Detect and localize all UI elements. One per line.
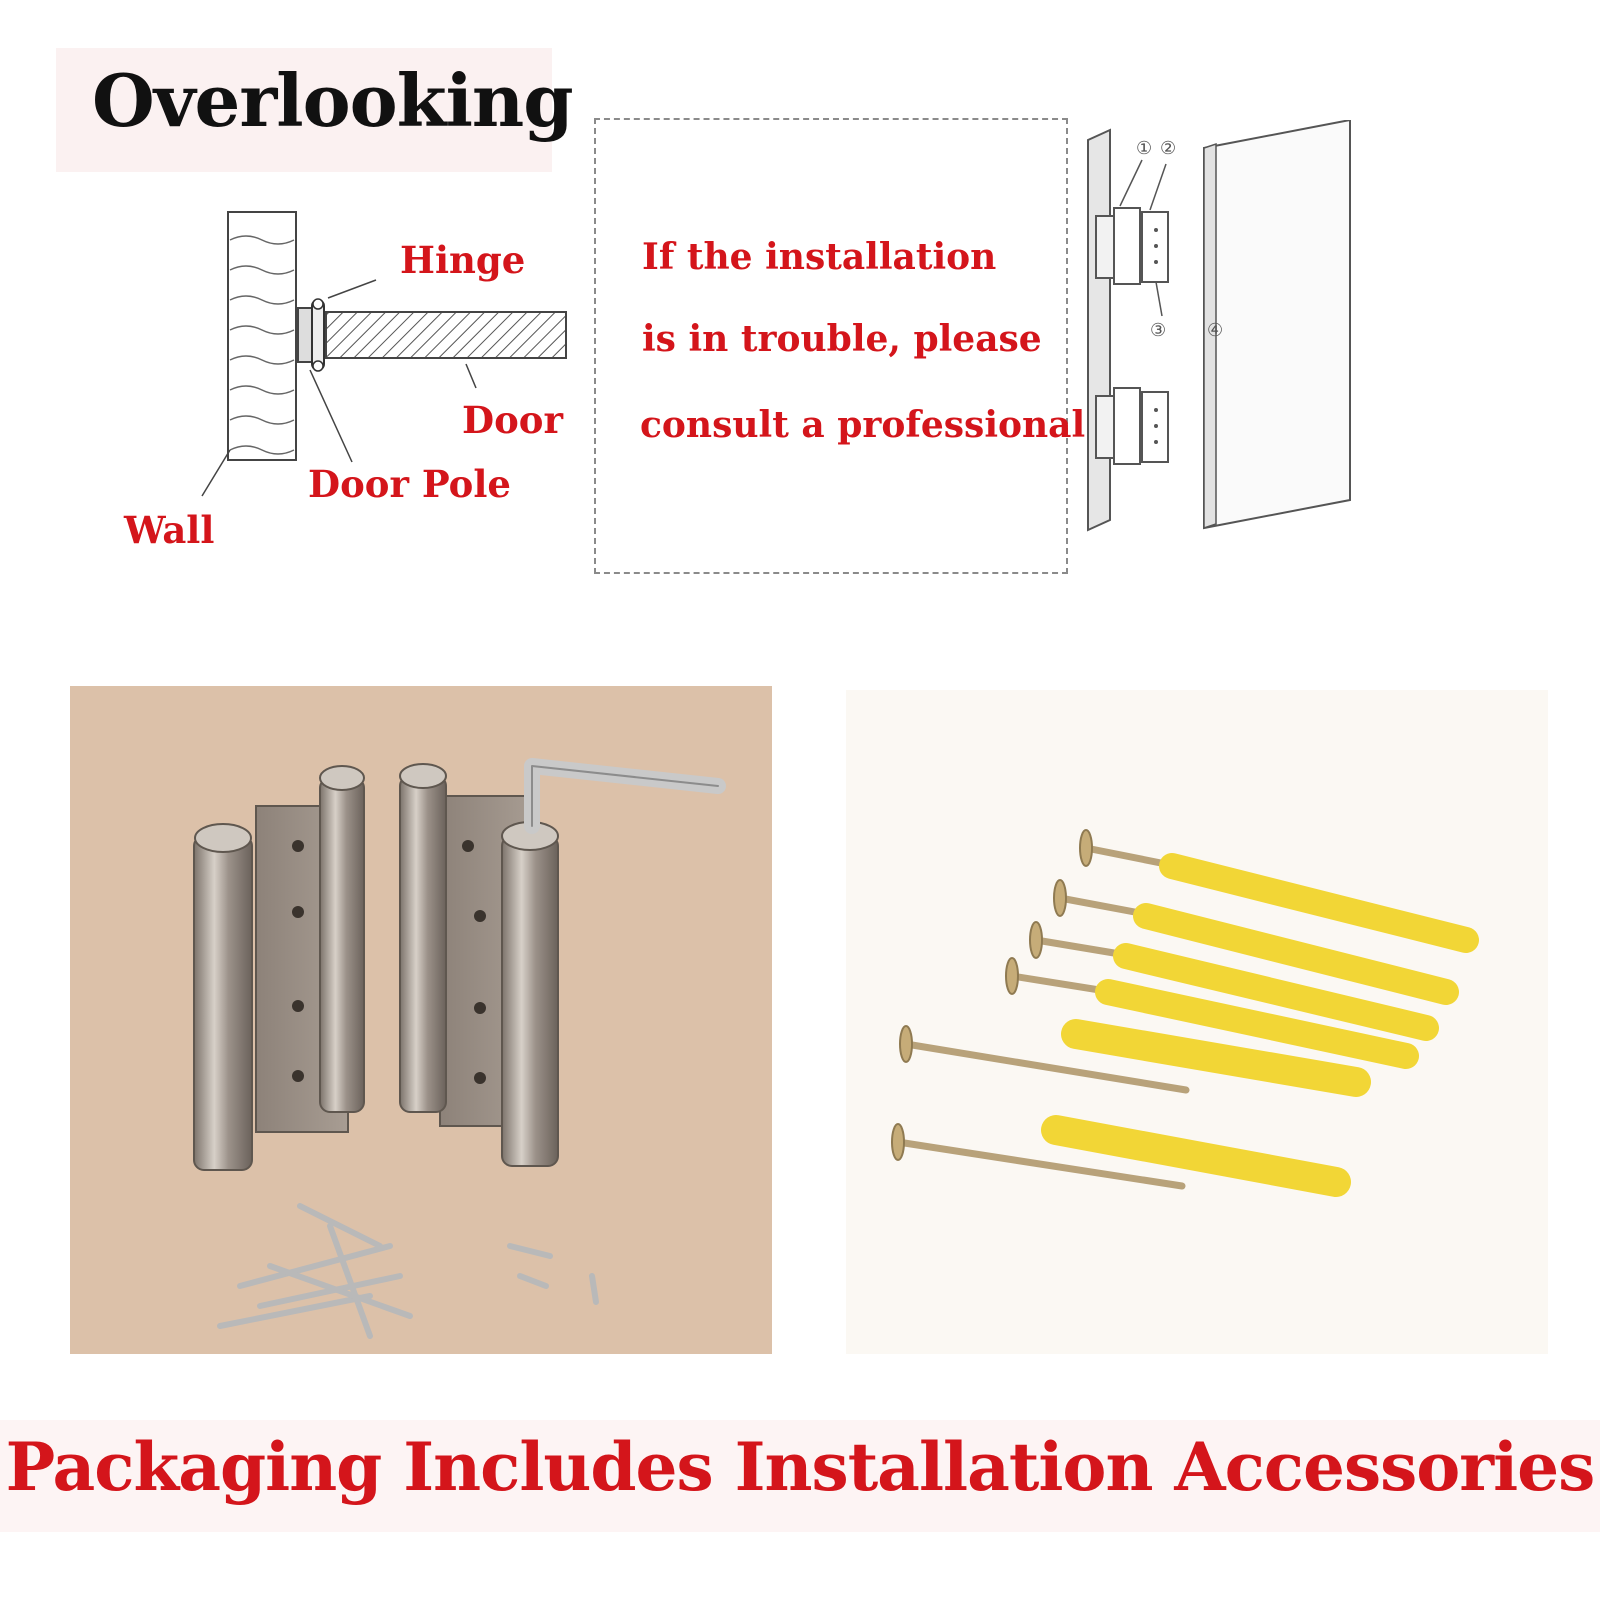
overhead-diagram <box>201 211 567 497</box>
callout-4: ④ <box>1207 320 1224 341</box>
label-door-pole: Door Pole <box>308 462 511 506</box>
notice-box <box>594 118 1068 574</box>
notice-line-3: consult a professional <box>640 404 1086 446</box>
page-title: Overlooking <box>92 58 574 143</box>
callout-3: ③ <box>1150 320 1167 341</box>
footer-background <box>0 1420 1600 1532</box>
wall-shape <box>227 211 297 461</box>
title-background <box>56 48 552 172</box>
notice-line-2: is in trouble, please <box>642 318 1042 360</box>
label-hinge: Hinge <box>400 238 526 282</box>
label-door: Door <box>462 398 563 442</box>
anchors-photo <box>846 690 1548 1354</box>
label-wall: Wall <box>124 508 215 552</box>
door-shape <box>325 311 567 359</box>
anchors-illustration <box>891 829 1479 1197</box>
callout-1: ① <box>1136 138 1153 159</box>
hinge-shape <box>297 307 313 363</box>
hinge-illustration <box>193 758 726 1339</box>
hinge-photo <box>70 686 772 1354</box>
callout-2: ② <box>1160 138 1177 159</box>
footer-caption: Packaging Includes Installation Accessor… <box>5 1428 1596 1506</box>
installation-diagram <box>1087 120 1351 532</box>
notice-line-1: If the installation <box>642 236 997 278</box>
